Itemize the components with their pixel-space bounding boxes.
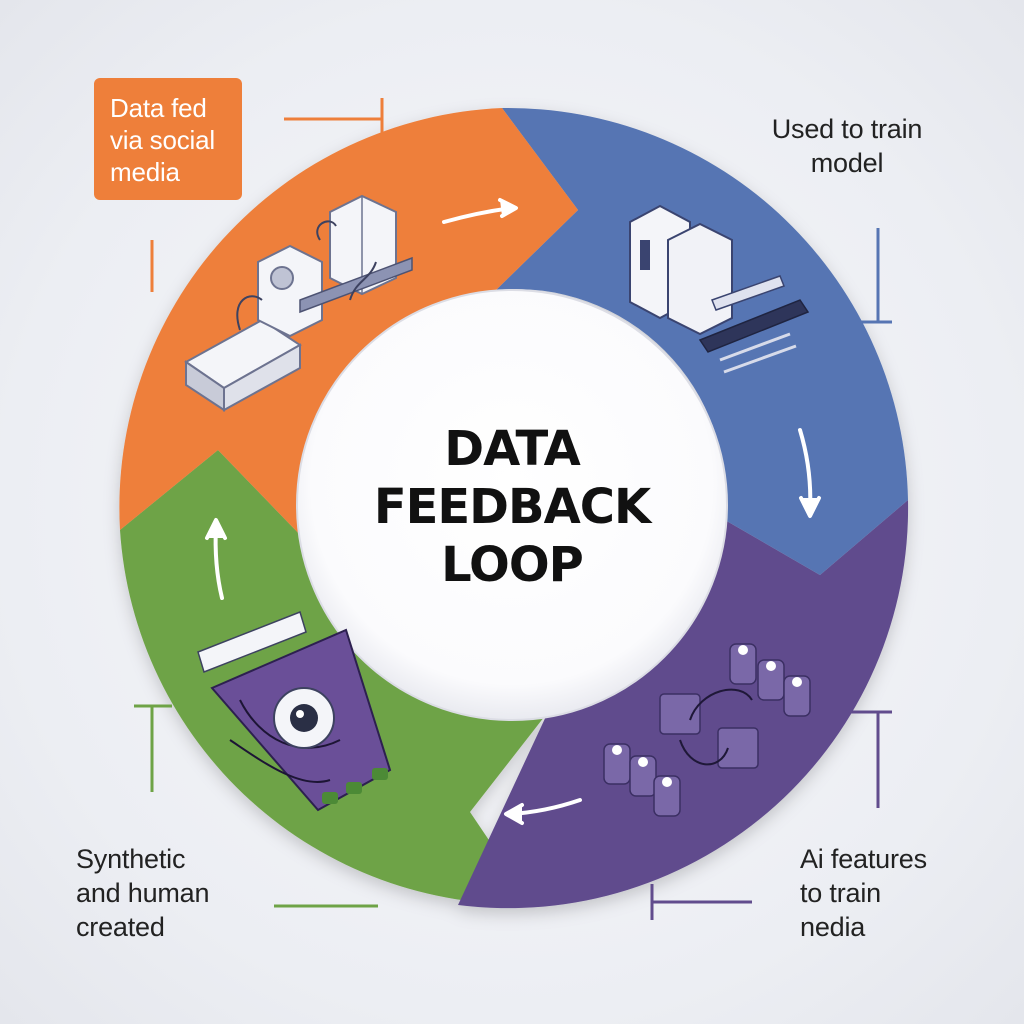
stage-label-green: Synthetic and human created [76,844,210,942]
stage-label-purple: Ai features to train nedia [800,844,927,942]
flow-arrows [205,198,821,825]
arrow-down-icon [798,428,821,518]
callout-lines [134,98,892,920]
callout-line-orange [150,98,384,292]
center-circle [296,289,728,721]
camera-device-icon [197,611,392,812]
training-hardware-icon [629,204,810,374]
stage-label-orange: Data fed via social media [94,78,242,200]
network-nodes-icon [603,643,811,817]
diagram-title: DATA FEEDBACK LOOP [373,421,651,593]
callout-line-blue [850,228,892,324]
stage-label-blue: Used to train model [771,114,923,178]
arrow-left-icon [504,798,582,825]
arrow-right-icon [442,198,518,224]
callout-line-green [134,704,378,908]
server-hardware-icon [184,194,413,412]
callout-line-purple [650,710,892,920]
arrow-up-icon [205,518,227,600]
